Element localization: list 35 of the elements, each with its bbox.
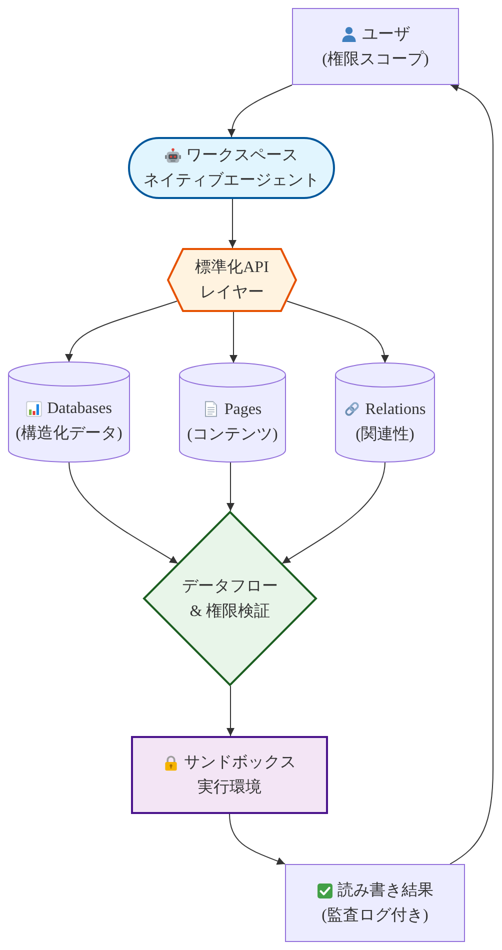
node-label: 実行環境 bbox=[198, 778, 262, 798]
hexagon-box bbox=[167, 248, 297, 312]
arrow bbox=[286, 300, 388, 364]
node-label: ワークスペース bbox=[186, 146, 298, 166]
arrow bbox=[228, 84, 292, 138]
node-label: (権限スコープ) bbox=[322, 50, 429, 70]
process-box bbox=[292, 8, 459, 85]
node-label: (関連性) bbox=[356, 424, 414, 444]
node-label: ユーザ bbox=[362, 24, 410, 44]
arrow bbox=[229, 814, 286, 865]
node-label: 標準化APIレイヤー bbox=[195, 258, 269, 303]
node-label: ネイティブエージェント bbox=[144, 170, 320, 191]
arrow bbox=[282, 462, 386, 564]
database-cylinder bbox=[179, 363, 286, 462]
database-cylinder bbox=[8, 362, 130, 462]
process-box bbox=[131, 736, 328, 814]
node-label: (監査ログ付き) bbox=[322, 906, 428, 926]
node-label: サンドボックス bbox=[184, 753, 296, 773]
node-label: (構造化データ) bbox=[16, 424, 122, 444]
arrow bbox=[226, 462, 234, 512]
node-label: Databases bbox=[47, 399, 112, 419]
node-label: Relations bbox=[365, 400, 426, 420]
process-box bbox=[285, 864, 465, 942]
arrow bbox=[228, 198, 236, 248]
arrow bbox=[66, 300, 178, 362]
node-label: 読み書き結果 bbox=[338, 880, 434, 901]
arrow bbox=[68, 462, 178, 564]
arrow bbox=[226, 686, 234, 736]
database-cylinder bbox=[335, 363, 435, 462]
arrow bbox=[230, 312, 238, 364]
node-label: データフロー & 権限検証 bbox=[182, 576, 278, 622]
node-label: Pages bbox=[224, 400, 262, 420]
decision-diamond bbox=[143, 511, 317, 686]
arrow bbox=[450, 84, 494, 864]
node-label: (コンテンツ) bbox=[187, 424, 278, 444]
